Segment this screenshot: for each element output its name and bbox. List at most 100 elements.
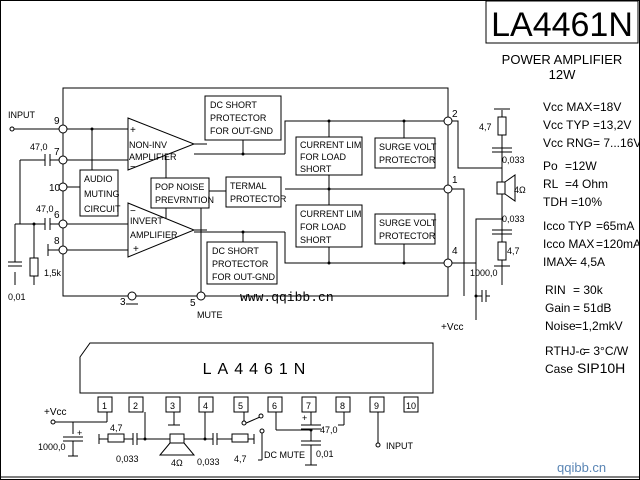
block-text: AUDIO bbox=[84, 174, 113, 184]
speaker-label: 4Ω bbox=[514, 185, 526, 195]
speaker-label: 4Ω bbox=[171, 458, 183, 468]
mute-switch-contact bbox=[241, 420, 247, 426]
resistor-label: 1,5k bbox=[44, 268, 62, 278]
pin-label: 3 bbox=[120, 297, 126, 308]
block-text: MUTING bbox=[84, 189, 120, 199]
pin-7 bbox=[58, 155, 68, 165]
power-rating: 12W bbox=[549, 67, 576, 82]
package-pin-label: 10 bbox=[406, 401, 416, 411]
block-current-lim-top bbox=[295, 136, 363, 176]
package-pin-label: 1 bbox=[102, 401, 107, 411]
spec-value: = 3°C/W bbox=[583, 344, 629, 358]
block-text: CIRCUIT bbox=[84, 204, 121, 214]
capacitor-label: 47,0 bbox=[36, 204, 54, 214]
capacitor-label: 0,01 bbox=[316, 449, 334, 459]
pin-label: 9 bbox=[54, 116, 60, 127]
package-pin-label: 8 bbox=[340, 401, 345, 411]
dc-mute-terminal bbox=[259, 428, 265, 434]
spec-label: Vcc MAX bbox=[543, 100, 592, 114]
block-termal bbox=[225, 176, 282, 208]
block-text: PROTECTOR bbox=[379, 231, 436, 241]
capacitor-label: 1000,0 bbox=[38, 442, 66, 452]
spec-label: RL bbox=[543, 177, 559, 191]
pin-5 bbox=[196, 291, 206, 301]
input-label: INPUT bbox=[8, 110, 36, 120]
capacitor-label: 1000,0 bbox=[470, 268, 498, 278]
block-text: FOR LOAD bbox=[300, 152, 347, 162]
resistor-47-top bbox=[497, 116, 507, 136]
package-pin-6 bbox=[267, 396, 283, 413]
spec-label: RTHJ-c bbox=[545, 344, 585, 358]
block-text: TERMAL bbox=[230, 181, 267, 191]
block-text: INVERT bbox=[130, 216, 163, 226]
application-circuit bbox=[55, 412, 379, 466]
pin-10 bbox=[58, 182, 68, 192]
package-pin-8 bbox=[335, 396, 351, 413]
block-text: SHORT bbox=[300, 164, 332, 174]
ic-package bbox=[79, 342, 434, 394]
schematic-pins bbox=[9, 116, 478, 301]
capacitor-001 bbox=[8, 261, 22, 267]
vcc-label: +Vcc bbox=[44, 407, 67, 418]
spec-value: =120mA bbox=[596, 237, 640, 251]
block-text: DC SHORT bbox=[210, 100, 257, 110]
block-text: PROTECTOR bbox=[210, 113, 267, 123]
spec-value: = 51dB bbox=[573, 301, 611, 315]
pin-label: 6 bbox=[54, 210, 60, 221]
spec-label: Icco MAX bbox=[543, 237, 594, 251]
package-pin-label: 4 bbox=[203, 401, 208, 411]
mute-label: MUTE bbox=[197, 310, 223, 320]
spec-value: =18V bbox=[593, 100, 621, 114]
spec-label: Gain bbox=[545, 301, 570, 315]
capacitor-label: 0,033 bbox=[116, 454, 139, 464]
block-surge-bottom bbox=[374, 213, 436, 245]
block-text: FOR LOAD bbox=[300, 222, 347, 232]
vcc-terminal bbox=[50, 419, 56, 425]
part-title: LA4461N bbox=[491, 6, 633, 44]
resistor-label: 4,7 bbox=[479, 122, 492, 132]
spec-list: Vcc MAX=18V Vcc TYP=13,2V Vcc RNG= 7...1… bbox=[543, 100, 640, 376]
package-pin-label: 6 bbox=[272, 401, 277, 411]
package-pin-7 bbox=[301, 396, 317, 413]
subtitle: POWER AMPLIFIER bbox=[502, 52, 623, 67]
pin-6 bbox=[58, 219, 68, 229]
package-pin-label: 2 bbox=[133, 401, 138, 411]
resistor-label: 4,7 bbox=[507, 246, 520, 256]
spec-value: =13,2V bbox=[593, 118, 631, 132]
ic-wiring bbox=[10, 87, 503, 320]
pin-label: 10 bbox=[49, 183, 61, 194]
resistor-label: 4,7 bbox=[234, 454, 247, 464]
spec-label: Noise bbox=[545, 319, 576, 333]
package-pin-label: 9 bbox=[374, 401, 379, 411]
minus-sign: − bbox=[130, 206, 136, 217]
capacitor-label: 0,033 bbox=[197, 457, 220, 467]
speaker-icon bbox=[496, 174, 516, 202]
spec-label: Icco TYP bbox=[543, 219, 591, 233]
block-text: PROTECTOR bbox=[212, 259, 269, 269]
block-text: AMPLIFIER bbox=[130, 230, 178, 240]
package-pin-9 bbox=[369, 396, 385, 413]
package-pin-10 bbox=[403, 396, 419, 413]
package-pin-3 bbox=[165, 396, 181, 413]
block-text: SURGE VOLT bbox=[379, 218, 437, 228]
spec-value: = 30k bbox=[573, 283, 604, 297]
block-text: SURGE VOLT bbox=[379, 142, 437, 152]
vcc-label: +Vcc bbox=[441, 322, 464, 333]
capacitor-label: 0,033 bbox=[502, 214, 525, 224]
pin-4 bbox=[443, 258, 453, 268]
package-pin-4 bbox=[198, 396, 214, 413]
plus-sign: + bbox=[302, 413, 307, 423]
block-text: DC SHORT bbox=[212, 246, 259, 256]
block-text: NON-INV bbox=[129, 140, 167, 150]
resistor-label: 4,7 bbox=[110, 423, 123, 433]
block-text: CURRENT LIM bbox=[300, 140, 361, 150]
block-text: SHORT bbox=[300, 235, 332, 245]
spec-value: =1,2mkV bbox=[575, 319, 623, 333]
resistor-47-bottom bbox=[497, 241, 507, 261]
pin-9 bbox=[58, 124, 68, 134]
package-pin-label: 5 bbox=[238, 401, 243, 411]
spec-value: = 7...16V bbox=[593, 136, 640, 150]
pin-8 bbox=[58, 245, 68, 255]
pin-1 bbox=[443, 184, 453, 194]
